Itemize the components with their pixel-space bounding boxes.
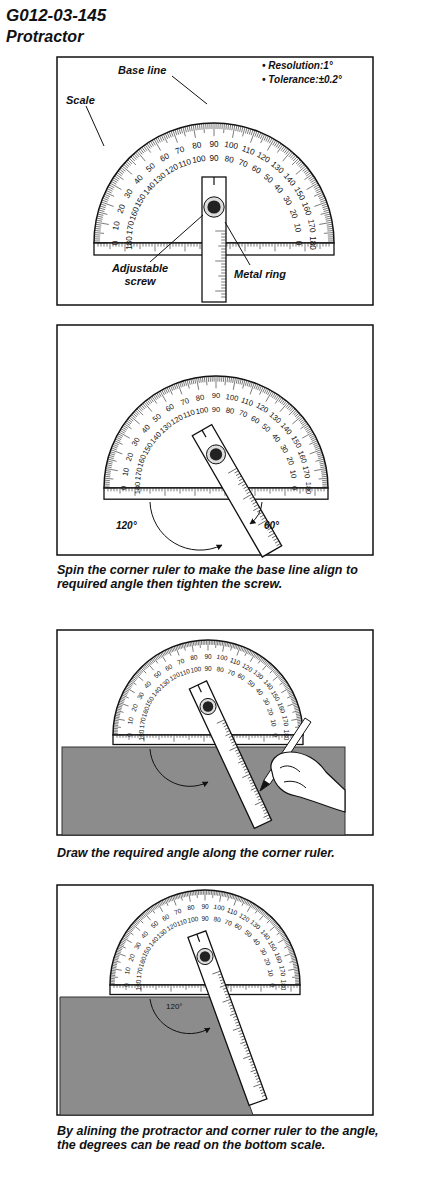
scale-number: 80	[212, 916, 220, 924]
scale-number: 90	[201, 904, 208, 911]
panel-frame	[57, 630, 373, 835]
panel-frame	[57, 57, 373, 305]
instruction-caption: Draw the required angle along the corner…	[57, 846, 397, 860]
scale-number: 80	[215, 666, 223, 674]
scale-number: 0	[271, 733, 278, 737]
metal-ring	[197, 948, 213, 964]
scale-number: 180	[283, 730, 290, 741]
scale-number: 0	[120, 486, 128, 490]
instruction-caption: By alining the protractor and corner rul…	[57, 1124, 387, 1153]
corner-ruler	[188, 931, 267, 1105]
callout-label: 120°	[166, 1002, 183, 1011]
angle-arc	[150, 502, 222, 550]
scale-number: 100	[188, 915, 200, 923]
scale-number: 90	[209, 141, 218, 149]
panel-frame	[57, 885, 373, 1115]
scale-number: 100	[225, 393, 239, 403]
adjustable-screw	[207, 200, 220, 213]
metal-ring	[204, 197, 224, 217]
scale-number: 170	[281, 716, 289, 728]
callout-label: Adjustable screw	[100, 262, 180, 287]
scale-number: 90	[204, 654, 211, 661]
angle-arc	[150, 749, 208, 786]
leader-line	[225, 222, 250, 265]
corner-ruler	[192, 425, 281, 557]
scale-number: 180	[138, 730, 145, 741]
leader-line	[150, 215, 203, 262]
metal-ring	[206, 445, 225, 464]
instruction-caption: Spin the corner ruler to make the base l…	[57, 563, 387, 592]
scale-number: 170	[135, 968, 143, 980]
scale-number: 90	[209, 155, 218, 163]
scale-number: 0	[127, 733, 134, 737]
scale-number: 90	[212, 392, 220, 400]
pencil-hand	[260, 718, 345, 812]
scale-number: 100	[191, 665, 203, 673]
scale-number: 180	[304, 482, 312, 495]
scale-number: 80	[225, 406, 235, 415]
scale-number: 0	[268, 983, 275, 987]
adjustable-screw	[203, 701, 213, 711]
callout-label: • Tolerance:±0.2°	[262, 74, 342, 86]
scale-number: 0	[124, 983, 131, 987]
corner-ruler	[202, 177, 226, 302]
scale-number: 70	[179, 397, 190, 407]
scale-number: 90	[212, 406, 220, 414]
scale-number: 170	[302, 465, 312, 479]
scale-number: 10	[112, 221, 122, 231]
scale-number: 90	[201, 915, 208, 922]
scale-number: 0	[291, 486, 299, 490]
scale-number: 170	[138, 718, 146, 730]
work-piece	[62, 747, 345, 835]
adjustable-screw	[200, 951, 210, 961]
scale-number: 70	[226, 668, 235, 677]
scale-number: 180	[135, 980, 142, 991]
scale-number: 10	[292, 223, 302, 233]
adjustable-screw	[210, 448, 222, 460]
corner-ruler	[189, 681, 271, 828]
scale-number: 180	[280, 980, 287, 991]
leader-line	[172, 76, 207, 104]
callout-label: 60°	[264, 520, 279, 532]
model-number: G012-03-145	[6, 6, 106, 26]
scale-number: 100	[195, 406, 209, 416]
metal-ring	[200, 698, 216, 714]
scale-number: 180	[134, 482, 142, 495]
scale-number: 80	[195, 393, 205, 402]
scale-number: 0	[294, 241, 302, 246]
scale-number: 170	[134, 467, 144, 481]
scale-number: 170	[306, 218, 316, 233]
callout-label: Metal ring	[234, 268, 286, 281]
scale-number: 10	[121, 467, 130, 477]
scale-number: 0	[112, 241, 120, 246]
scale-number: 20	[125, 451, 135, 462]
scale-number: 180	[308, 236, 316, 250]
scale-number: 90	[204, 665, 211, 672]
callout-label: Scale	[66, 94, 95, 107]
angle-arc	[250, 502, 262, 524]
scale-number: 170	[278, 966, 286, 978]
scale-number: 180	[126, 236, 134, 250]
callout-label: 120°	[116, 520, 137, 532]
leader-line	[86, 106, 104, 146]
callout-label: Base line	[118, 64, 166, 77]
scale-number: 80	[192, 141, 202, 151]
angle-arc	[150, 999, 210, 1034]
product-name: Protractor	[6, 28, 83, 46]
callout-label: • Resolution:1°	[262, 60, 333, 72]
scale-number: 70	[223, 918, 232, 927]
